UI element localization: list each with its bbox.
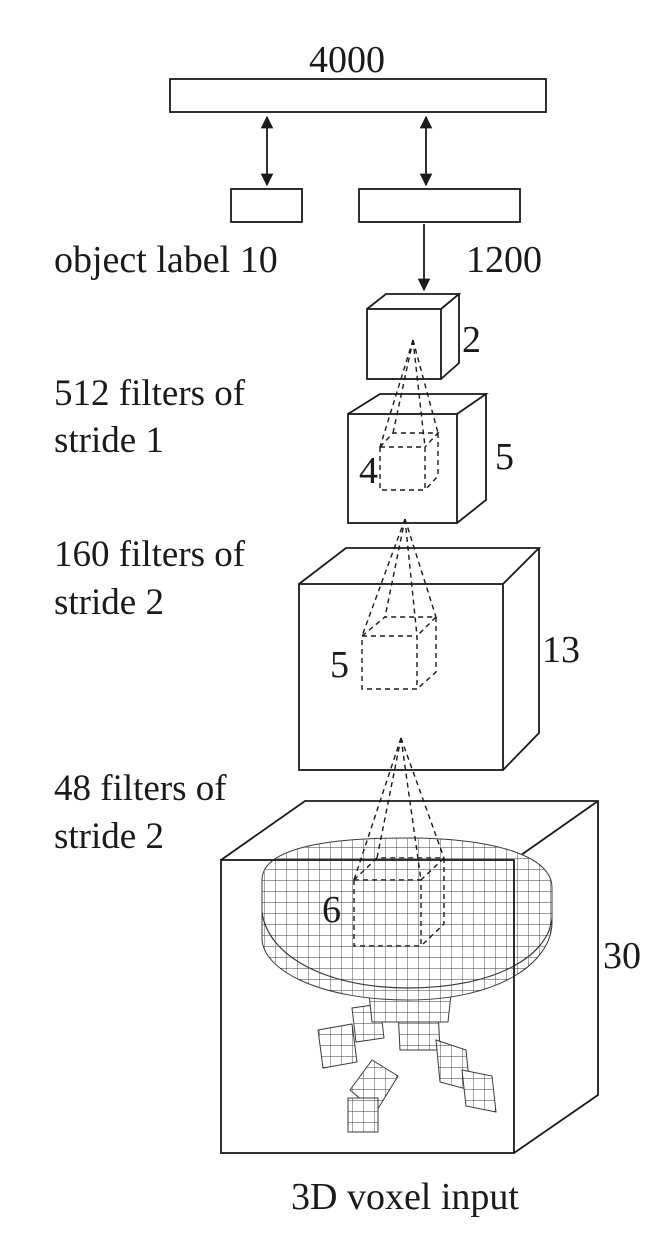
hidden-1200-box (358, 188, 521, 223)
object-label-box (230, 188, 303, 223)
object-label-text: object label 10 (54, 239, 278, 281)
cube-layer-5 (347, 393, 489, 524)
hidden-size-label: 1200 (466, 239, 542, 281)
kernel-size-label-6: 6 (322, 889, 341, 931)
kernel-cube-4 (379, 432, 440, 491)
filters-label-512: 512 filters of (54, 373, 246, 414)
stride-label-2a: stride 2 (54, 582, 164, 623)
filters-label-160: 160 filters of (54, 534, 246, 575)
receptive-field-lines-1 (379, 339, 439, 448)
cube-layer-13 (298, 547, 542, 771)
input-caption: 3D voxel input (291, 1176, 519, 1218)
receptive-field-lines-2 (361, 518, 437, 637)
out-size-label-13: 13 (542, 629, 580, 671)
fc-4000-box (169, 78, 547, 113)
filters-label-48: 48 filters of (54, 768, 227, 809)
kernel-cube-5 (361, 616, 438, 690)
receptive-field-lines-3 (353, 737, 445, 881)
kernel-size-label-5: 5 (330, 644, 349, 686)
cube-layer-30-front (220, 859, 515, 1154)
stride-label-1: stride 1 (54, 420, 164, 461)
out-size-label-2: 2 (462, 319, 481, 361)
stride-label-2b: stride 2 (54, 816, 164, 857)
voxel-object (261, 837, 553, 1133)
fc-size-label: 4000 (309, 39, 385, 81)
kernel-cube-6 (353, 857, 446, 947)
cube-layer-2 (366, 293, 462, 380)
input-size-label-30: 30 (603, 935, 641, 977)
cube-layer-30 (220, 800, 599, 1154)
kernel-size-label-4: 4 (359, 450, 378, 492)
out-size-label-5: 5 (495, 436, 514, 478)
